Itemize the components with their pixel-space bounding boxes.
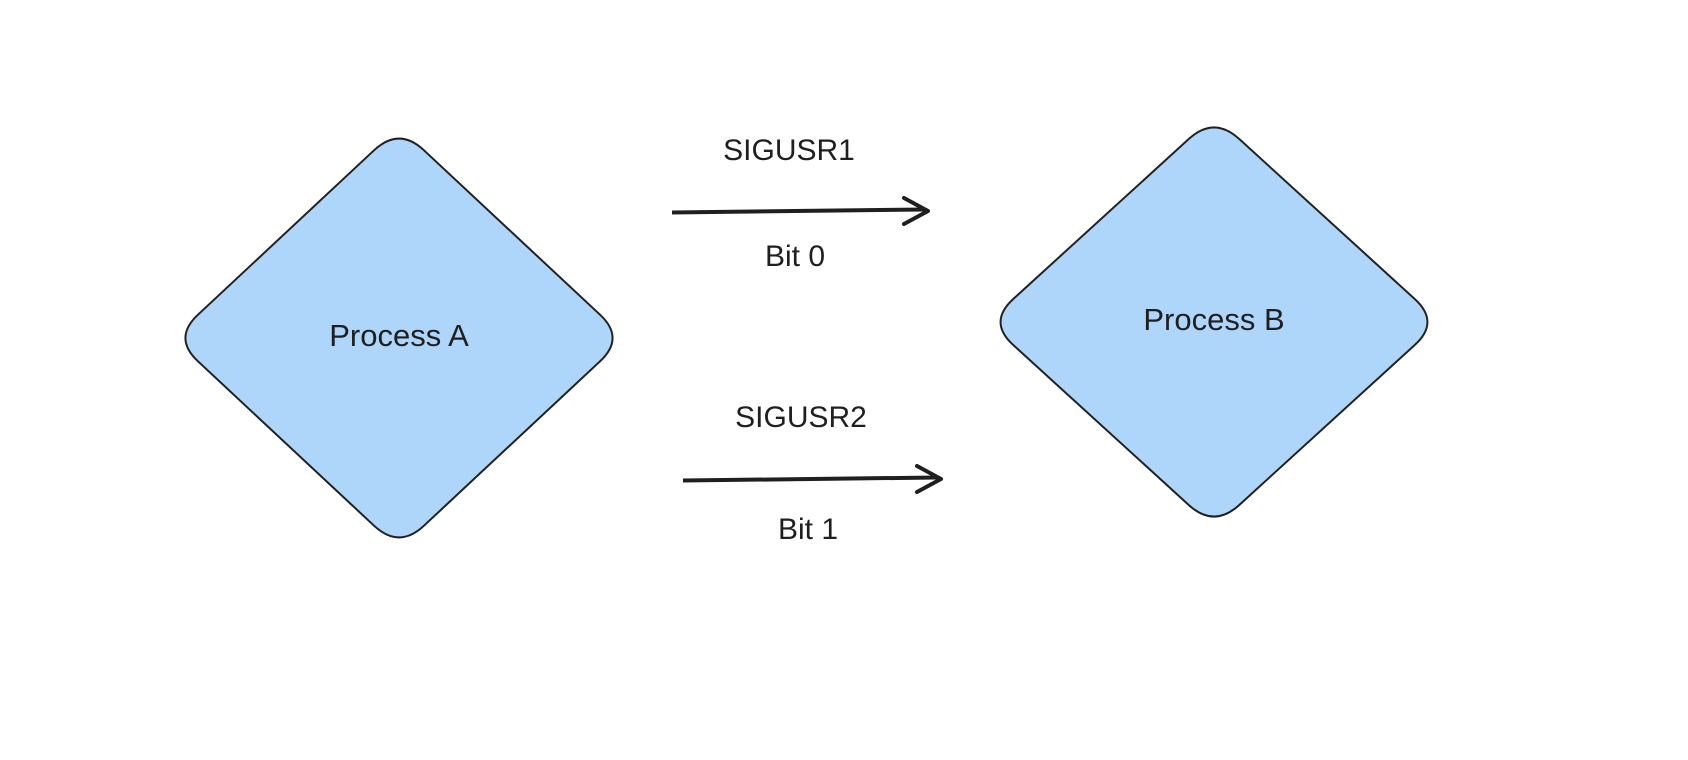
edge-line-sigusr1 — [671, 207, 925, 215]
edge-sigusr1[interactable]: SIGUSR1 Bit 0 — [671, 134, 930, 273]
arrowhead-icon-sigusr1 — [902, 196, 930, 226]
edge-label-sigusr1-bit: Bit 0 — [765, 240, 825, 273]
node-process-a[interactable]: Process A — [184, 137, 614, 539]
edge-label-sigusr1-signal: SIGUSR1 — [723, 134, 855, 167]
edge-label-sigusr2-signal: SIGUSR2 — [735, 401, 867, 434]
edge-label-sigusr2-bit: Bit 1 — [778, 513, 838, 546]
diamond-shape-process-b — [999, 126, 1429, 518]
arrowhead-icon-sigusr2 — [915, 464, 943, 494]
node-label-process-b: Process B — [1143, 302, 1284, 337]
node-label-process-a: Process A — [329, 318, 469, 353]
diamond-shape-process-a — [184, 137, 614, 539]
node-process-b[interactable]: Process B — [999, 126, 1429, 518]
edge-line-sigusr2 — [682, 475, 938, 483]
edge-sigusr2[interactable]: SIGUSR2 Bit 1 — [682, 401, 943, 546]
